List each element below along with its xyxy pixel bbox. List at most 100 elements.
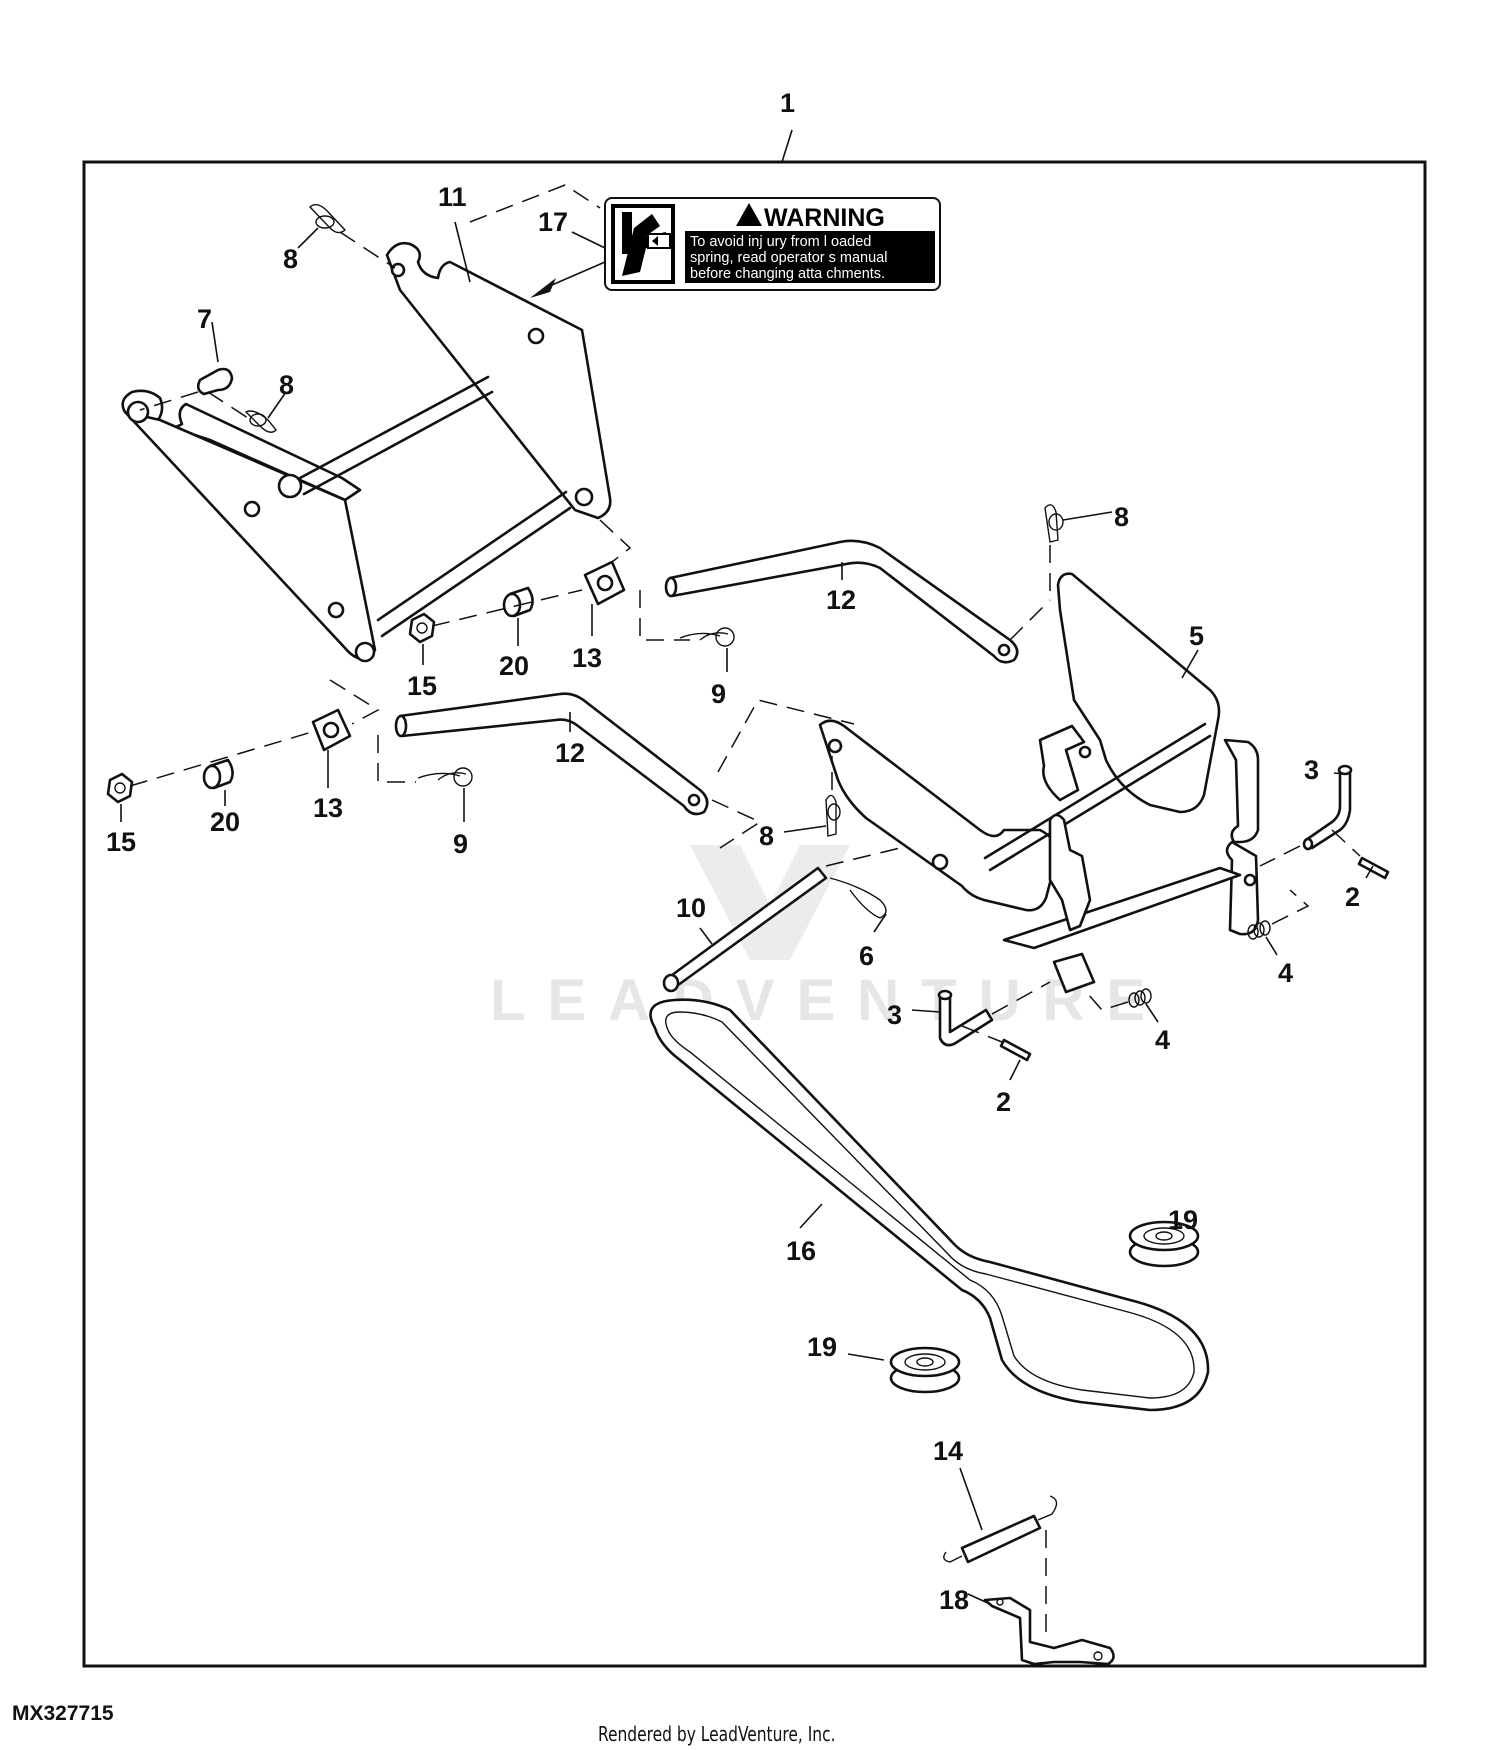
callout-20[interactable]: 20	[210, 807, 240, 837]
callout-5[interactable]: 5	[1189, 621, 1204, 651]
callout-8[interactable]: 8	[1114, 502, 1129, 532]
callout-18[interactable]: 18	[939, 1585, 969, 1615]
part-19-idler-pulley-left	[889, 1346, 961, 1394]
leader-8a	[297, 227, 319, 249]
callout-12[interactable]: 12	[826, 585, 856, 615]
dash-12b-arm2	[711, 799, 762, 849]
callout-20[interactable]: 20	[499, 651, 529, 681]
leader-11	[454, 221, 471, 283]
callout-15[interactable]: 15	[407, 671, 437, 701]
callout-9[interactable]: 9	[453, 829, 468, 859]
dash-13a-frame	[599, 519, 632, 563]
dash-10	[825, 847, 901, 867]
part-8-clip-second	[244, 410, 277, 433]
callout-4[interactable]: 4	[1278, 958, 1293, 988]
leader-19b	[847, 1353, 885, 1361]
callout-9[interactable]: 9	[711, 679, 726, 709]
leader-3a	[1333, 772, 1345, 775]
dash-7	[139, 391, 199, 411]
callout-8[interactable]: 8	[279, 370, 294, 400]
callout-11[interactable]: 11	[438, 182, 467, 212]
callout-1[interactable]: 1	[780, 88, 795, 118]
part-3-lock-pin-center	[937, 989, 994, 1047]
part-19-idler-pulley-right	[1128, 1220, 1200, 1268]
leader-2a	[1365, 865, 1374, 879]
part-6-hairpin	[829, 877, 887, 919]
callout-2[interactable]: 2	[996, 1087, 1011, 1117]
leader-8d	[783, 825, 827, 833]
leader-10	[699, 927, 713, 945]
part-18-spring-bracket	[983, 1596, 1115, 1666]
part-5-lift-arm-assembly	[818, 572, 1260, 994]
part-13-upper-block	[583, 560, 626, 606]
dash-2b	[961, 1025, 1003, 1043]
part-17-warning-decal: WARNING To avoid inj ury from l oaded sp…	[604, 197, 941, 291]
dash-13b-frame	[329, 679, 380, 725]
part-12-upper-rod	[664, 539, 1019, 664]
callout-6[interactable]: 6	[859, 941, 874, 971]
part-20-upper-bushing	[502, 586, 534, 618]
dash-12a-arm	[1009, 599, 1051, 641]
watermark-text: LEADVENTURE	[490, 968, 1167, 1033]
leader-4b	[1145, 1003, 1159, 1023]
leader-17	[571, 231, 606, 249]
dash-9a	[639, 590, 690, 641]
callout-7[interactable]: 7	[197, 304, 212, 334]
footer-credit: Rendered by LeadVenture, Inc.	[598, 1722, 836, 1746]
callout-4[interactable]: 4	[1155, 1025, 1170, 1055]
callout-10[interactable]: 10	[676, 893, 706, 923]
part-10-pin	[662, 866, 828, 993]
callout-13[interactable]: 13	[572, 643, 602, 673]
callout-15[interactable]: 15	[106, 827, 136, 857]
part-13-lower-block	[311, 708, 352, 752]
arrow-17-icon	[530, 278, 556, 298]
decal-line-2: spring, read operator s manual	[690, 250, 887, 266]
dash-8a	[339, 231, 396, 269]
part-8-clip-center	[825, 794, 841, 837]
part-7-pin	[196, 367, 234, 396]
part-2-roll-pin-right	[1357, 856, 1390, 880]
leader-16	[799, 1203, 823, 1229]
part-2-roll-pin-center	[999, 1038, 1032, 1062]
part-15-lower-nut	[106, 772, 134, 804]
part-11-lift-frame	[121, 241, 612, 663]
callout-3[interactable]: 3	[887, 1000, 902, 1030]
callout-8[interactable]: 8	[759, 821, 774, 851]
part-9-lower-clip	[417, 767, 473, 787]
callout-14[interactable]: 14	[933, 1436, 963, 1466]
leader-18	[967, 1593, 991, 1605]
leader-14	[959, 1467, 983, 1531]
dash-4a	[1271, 889, 1310, 925]
part-3-lock-pin-right	[1302, 764, 1353, 851]
part-16-belt	[649, 998, 1210, 1412]
part-20-lower-bushing	[202, 758, 234, 790]
part-4-spring-center	[1128, 988, 1152, 1008]
leader-1	[781, 129, 793, 163]
callout-13[interactable]: 13	[313, 793, 343, 823]
leader-11-bracket	[469, 184, 601, 223]
callout-16[interactable]: 16	[786, 1236, 816, 1266]
dash-2a	[1331, 829, 1361, 857]
hand-crush-icon	[622, 212, 671, 276]
dash-15b	[129, 731, 313, 787]
leader-6	[873, 913, 887, 933]
dash-9b	[377, 735, 416, 783]
dash-7b	[207, 391, 249, 419]
callout-19[interactable]: 19	[807, 1332, 837, 1362]
callout-19[interactable]: 19	[1168, 1205, 1198, 1235]
decal-line-3: before changing atta chments.	[690, 266, 885, 282]
callout-3[interactable]: 3	[1304, 755, 1319, 785]
dash-3a	[1259, 845, 1301, 867]
figure-id: MX327715	[12, 1702, 114, 1725]
callout-17[interactable]: 17	[538, 207, 568, 237]
dash-12b-arm	[717, 699, 855, 773]
part-4-spring-right	[1247, 920, 1271, 940]
callout-8[interactable]: 8	[283, 244, 298, 274]
dash-15a	[431, 589, 583, 627]
leader-3b	[911, 1009, 941, 1013]
callout-2[interactable]: 2	[1345, 882, 1360, 912]
leader-19a	[1171, 1221, 1183, 1227]
decal-line-1: To avoid inj ury from l oaded	[690, 234, 871, 250]
callout-12[interactable]: 12	[555, 738, 585, 768]
